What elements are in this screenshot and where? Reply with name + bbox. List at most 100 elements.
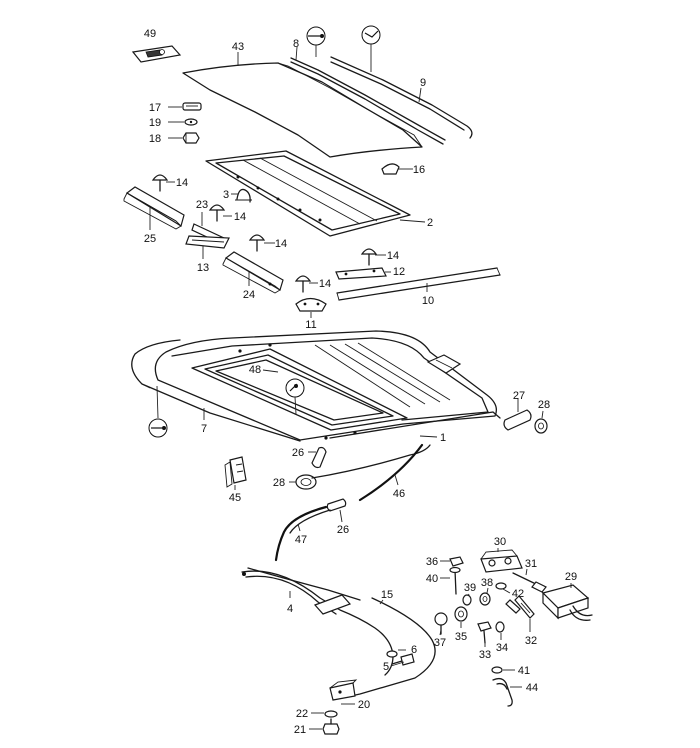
- circle-tick-icon: [361, 25, 381, 45]
- circle-dot-icon: [306, 26, 326, 46]
- callout-29: 29: [565, 571, 577, 583]
- part-35-spacer: [454, 606, 468, 622]
- part-21-bolt: [322, 718, 340, 735]
- callout-35: 35: [455, 631, 467, 643]
- part-49-plate: [131, 45, 182, 63]
- part-32-bracket: [505, 595, 535, 619]
- callout-5: 5: [383, 661, 389, 673]
- callout-21: 21: [294, 724, 306, 736]
- part-33-nut: [477, 621, 492, 644]
- part-12-strip: [335, 267, 387, 280]
- part-6-washer: [386, 650, 398, 658]
- callout-19: 19: [149, 117, 161, 129]
- callout-28: 28: [538, 399, 550, 411]
- part-7-edge-seal: [131, 339, 301, 442]
- part-45-bracket: [224, 456, 247, 488]
- callout-24: 24: [243, 289, 255, 301]
- callout-38: 38: [481, 577, 493, 589]
- circle-dot-icon: [285, 378, 305, 398]
- part-13-plate: [185, 235, 230, 249]
- part-22-washer: [324, 710, 338, 718]
- part-4-cable-assembly: [241, 567, 394, 676]
- callout-26b: 26: [337, 524, 349, 536]
- callout-46: 46: [393, 488, 405, 500]
- callout-14b: 14: [234, 211, 246, 223]
- callout-6: 6: [411, 644, 417, 656]
- part-14-screw-2: [208, 204, 226, 222]
- callout-20: 20: [358, 699, 370, 711]
- callout-3: 3: [223, 189, 229, 201]
- part-26-connector: [326, 498, 347, 512]
- callout-30: 30: [494, 536, 506, 548]
- part-42-washer: [495, 582, 507, 590]
- callout-8: 8: [293, 38, 299, 50]
- circle-dot-icon: [148, 418, 168, 438]
- part-8-seal: [290, 57, 446, 145]
- callout-18: 18: [149, 133, 161, 145]
- part-17-clip: [182, 102, 202, 111]
- callout-14c: 14: [275, 238, 287, 250]
- callout-43: 43: [232, 41, 244, 53]
- part-19-washer: [184, 118, 198, 126]
- callout-14e: 14: [319, 278, 331, 290]
- callout-42: 42: [512, 588, 524, 600]
- part-46-drain-hose: [311, 443, 431, 502]
- callout-12: 12: [393, 266, 405, 278]
- part-1-roof-panel: [154, 330, 501, 441]
- part-2-frame: [205, 150, 411, 237]
- part-36-bolt: [449, 556, 464, 567]
- callout-14d: 14: [387, 250, 399, 262]
- callout-17: 17: [149, 102, 161, 114]
- part-44-hook: [492, 677, 513, 707]
- part-14-screw-4: [360, 248, 378, 266]
- callout-45: 45: [229, 492, 241, 504]
- part-9-seal: [330, 56, 473, 139]
- part-41-clip: [491, 666, 503, 674]
- callout-11: 11: [305, 319, 316, 331]
- callout-14: 14: [176, 177, 188, 189]
- callout-31: 31: [525, 558, 537, 570]
- part-3-clip: [235, 188, 252, 203]
- part-10-rail: [336, 267, 501, 301]
- callout-1: 1: [440, 432, 446, 444]
- callout-26: 26: [292, 447, 304, 459]
- part-34-washer: [495, 621, 505, 633]
- part-28-grommet: [295, 474, 317, 490]
- part-15-cable: [341, 597, 436, 699]
- callout-13: 13: [197, 262, 209, 274]
- callout-40: 40: [426, 573, 438, 585]
- callout-36: 36: [426, 556, 438, 568]
- callout-32: 32: [525, 635, 537, 647]
- callout-37: 37: [434, 637, 446, 649]
- part-25-rail: [123, 186, 185, 230]
- part-38-bushing: [479, 592, 491, 606]
- callout-28b: 28: [273, 477, 285, 489]
- callout-41: 41: [518, 665, 530, 677]
- callout-16: 16: [413, 164, 425, 176]
- part-26-tube: [311, 446, 327, 469]
- callout-4: 4: [287, 603, 293, 615]
- callout-33: 33: [479, 649, 491, 661]
- callout-15: 15: [381, 589, 393, 601]
- callout-9: 9: [420, 77, 426, 89]
- part-47-drain-hose: [274, 505, 331, 562]
- callout-34: 34: [496, 642, 508, 654]
- part-37-cap: [434, 612, 448, 635]
- part-18-nut: [182, 132, 200, 144]
- callout-2: 2: [427, 217, 433, 229]
- part-29-motor: [541, 584, 593, 621]
- part-28-grommet: [534, 418, 548, 434]
- part-20-bracket: [329, 679, 358, 701]
- part-40-screw: [449, 566, 461, 595]
- callout-10: 10: [422, 295, 434, 307]
- callout-48: 48: [249, 364, 261, 376]
- part-14-screw-1: [151, 174, 169, 192]
- part-31-cable: [512, 572, 547, 593]
- callout-7: 7: [201, 423, 207, 435]
- callout-44: 44: [526, 682, 538, 694]
- callout-23: 23: [196, 199, 208, 211]
- part-24-rail: [222, 251, 284, 294]
- callout-49: 49: [144, 28, 156, 40]
- part-16-bracket: [381, 163, 400, 175]
